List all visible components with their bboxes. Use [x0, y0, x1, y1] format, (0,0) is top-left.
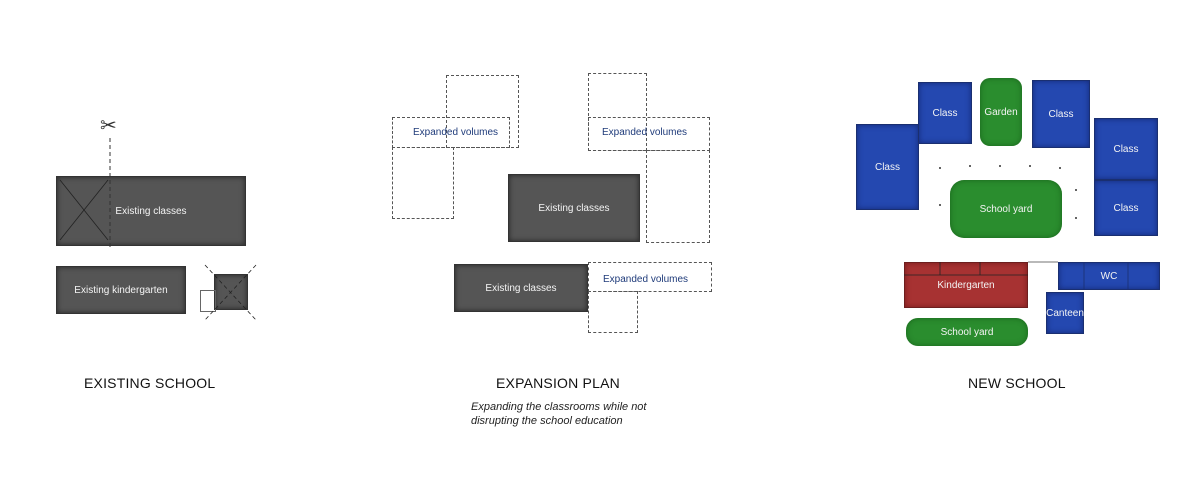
- class-label-1: Class: [874, 161, 900, 173]
- kindergarten-block: Kindergarten: [904, 262, 1028, 308]
- expansion-existing-classes-lower-block: Existing classes: [454, 264, 588, 312]
- expanded-volume-left-bottom: [392, 147, 454, 219]
- class-label-3: Class: [1048, 108, 1074, 120]
- class-label-5: Class: [1113, 202, 1139, 214]
- garden-label: Garden: [984, 106, 1018, 118]
- wc-block: WC: [1058, 262, 1160, 290]
- school-yard-block-upper: School yard: [950, 180, 1062, 238]
- new-school-caption: NEW SCHOOL: [968, 375, 1066, 391]
- existing-school-caption: EXISTING SCHOOL: [84, 375, 216, 391]
- wc-label: WC: [1100, 270, 1118, 282]
- class-block-5: Class: [1094, 180, 1158, 236]
- existing-classes-label: Existing classes: [115, 205, 187, 217]
- expanded-volumes-label-left: Expanded volumes: [413, 127, 499, 138]
- class-label-2: Class: [932, 107, 958, 119]
- existing-kindergarten-label: Existing kindergarten: [74, 284, 168, 296]
- class-label-4: Class: [1113, 143, 1139, 155]
- expansion-existing-classes-label: Existing classes: [538, 202, 610, 214]
- canteen-block: Canteen: [1046, 292, 1084, 334]
- expanded-volume-lower-right: [588, 262, 712, 292]
- expanded-volume-lower-right-tail: [588, 291, 638, 333]
- existing-kindergarten-block: Existing kindergarten: [56, 266, 186, 314]
- class-block-3: Class: [1032, 80, 1090, 148]
- expansion-existing-classes-lower-label: Existing classes: [485, 282, 557, 294]
- existing-small-block: [214, 274, 248, 310]
- kindergarten-label: Kindergarten: [937, 279, 995, 291]
- class-block-1: Class: [856, 124, 919, 210]
- class-block-4: Class: [1094, 118, 1158, 180]
- expansion-plan-subcaption: Expanding the classrooms while not disru…: [471, 400, 691, 428]
- expanded-volumes-label-lower: Expanded volumes: [603, 274, 689, 285]
- canteen-label: Canteen: [1046, 307, 1084, 319]
- school-yard-label-lower: School yard: [940, 326, 994, 338]
- garden-block: Garden: [980, 78, 1022, 146]
- scissors-icon: ✂: [100, 115, 117, 137]
- class-block-2: Class: [918, 82, 972, 144]
- expansion-existing-classes-block: Existing classes: [508, 174, 640, 242]
- existing-small-outline: [200, 290, 216, 312]
- existing-classes-block: Existing classes: [56, 176, 246, 246]
- expanded-volumes-label-right: Expanded volumes: [602, 127, 688, 138]
- subcaption-line-2: disrupting the school education: [471, 415, 623, 427]
- school-yard-block-lower: School yard: [906, 318, 1028, 346]
- subcaption-line-1: Expanding the classrooms while not: [471, 401, 647, 413]
- expanded-volume-right-bottom: [646, 150, 710, 243]
- expansion-plan-caption: EXPANSION PLAN: [496, 375, 620, 391]
- school-yard-label-upper: School yard: [979, 203, 1033, 215]
